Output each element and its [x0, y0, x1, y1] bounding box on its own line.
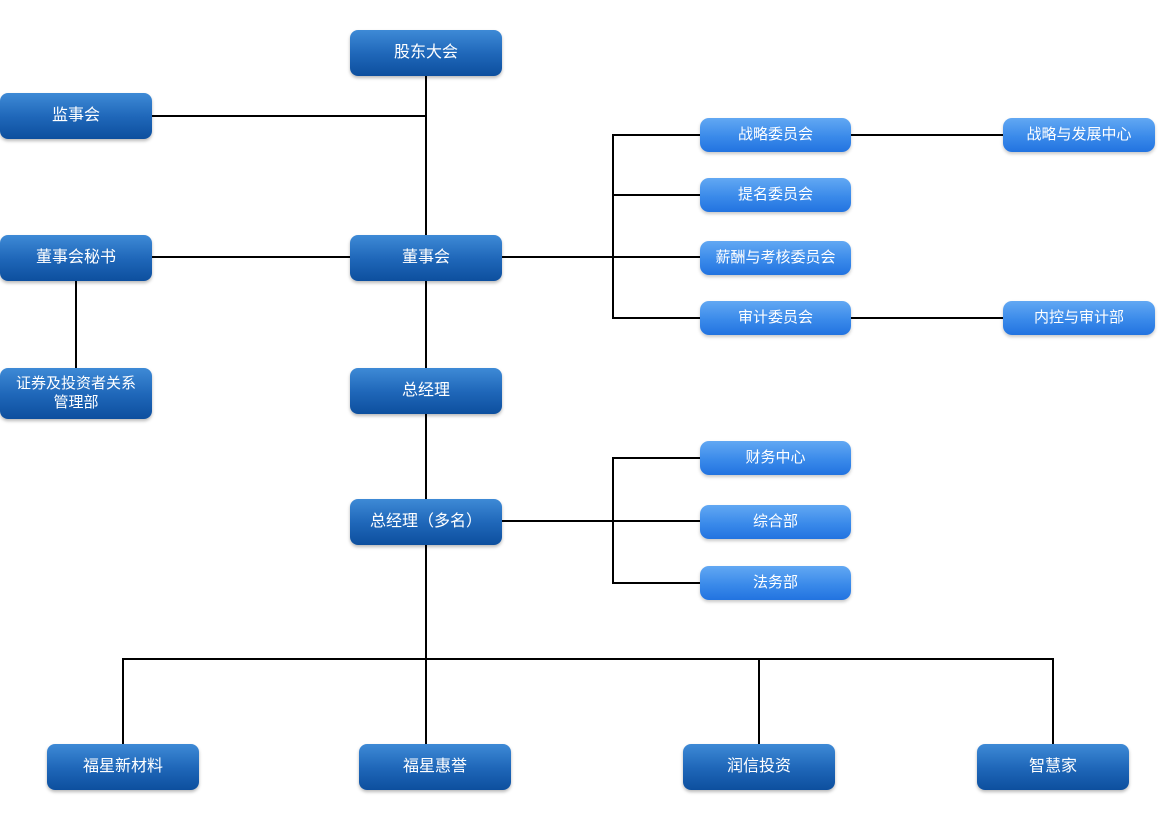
org-node-finance-center: 财务中心: [700, 441, 851, 475]
org-node-general-dept: 综合部: [700, 505, 851, 539]
connector-line: [613, 256, 700, 258]
org-node-deputy-general-managers: 总经理（多名）: [350, 499, 502, 545]
connector-line: [425, 545, 427, 744]
org-node-zhihuijia: 智慧家: [977, 744, 1129, 790]
connector-line: [613, 194, 700, 196]
org-node-nomination-committee: 提名委员会: [700, 178, 851, 212]
org-node-board-secretary: 董事会秘书: [0, 235, 152, 281]
org-node-board: 董事会: [350, 235, 502, 281]
connector-line: [613, 317, 700, 319]
org-node-fuxing-huiyu: 福星惠誉: [359, 744, 511, 790]
connector-line: [425, 76, 427, 236]
connector-line: [1052, 658, 1054, 744]
org-node-fuxing-new-materials: 福星新材料: [47, 744, 199, 790]
connector-line: [613, 520, 700, 522]
connector-line: [613, 134, 700, 136]
connector-line: [613, 582, 700, 584]
connector-line: [612, 134, 614, 319]
org-node-audit-committee: 审计委员会: [700, 301, 851, 335]
connector-line: [851, 134, 1003, 136]
connector-line: [613, 457, 700, 459]
org-node-remuneration-committee: 薪酬与考核委员会: [700, 241, 851, 275]
connector-line: [152, 115, 426, 117]
org-node-strategy-committee: 战略委员会: [700, 118, 851, 152]
connector-line: [502, 520, 613, 522]
org-node-internal-audit-dept: 内控与审计部: [1003, 301, 1155, 335]
org-node-shareholders-meeting: 股东大会: [350, 30, 502, 76]
org-node-general-manager: 总经理: [350, 368, 502, 414]
connector-line: [122, 658, 1053, 660]
connector-line: [425, 414, 427, 499]
connector-line: [152, 256, 350, 258]
org-node-legal-dept: 法务部: [700, 566, 851, 600]
connector-line: [758, 658, 760, 744]
connector-line: [851, 317, 1003, 319]
connector-line: [502, 256, 613, 258]
connector-line: [122, 658, 124, 744]
org-node-securities-ir-dept: 证券及投资者关系 管理部: [0, 368, 152, 419]
org-node-runxin-investment: 润信投资: [683, 744, 835, 790]
org-node-supervisory-board: 监事会: [0, 93, 152, 139]
connector-line: [425, 281, 427, 368]
connector-line: [75, 281, 77, 368]
org-node-strategy-dev-center: 战略与发展中心: [1003, 118, 1155, 152]
